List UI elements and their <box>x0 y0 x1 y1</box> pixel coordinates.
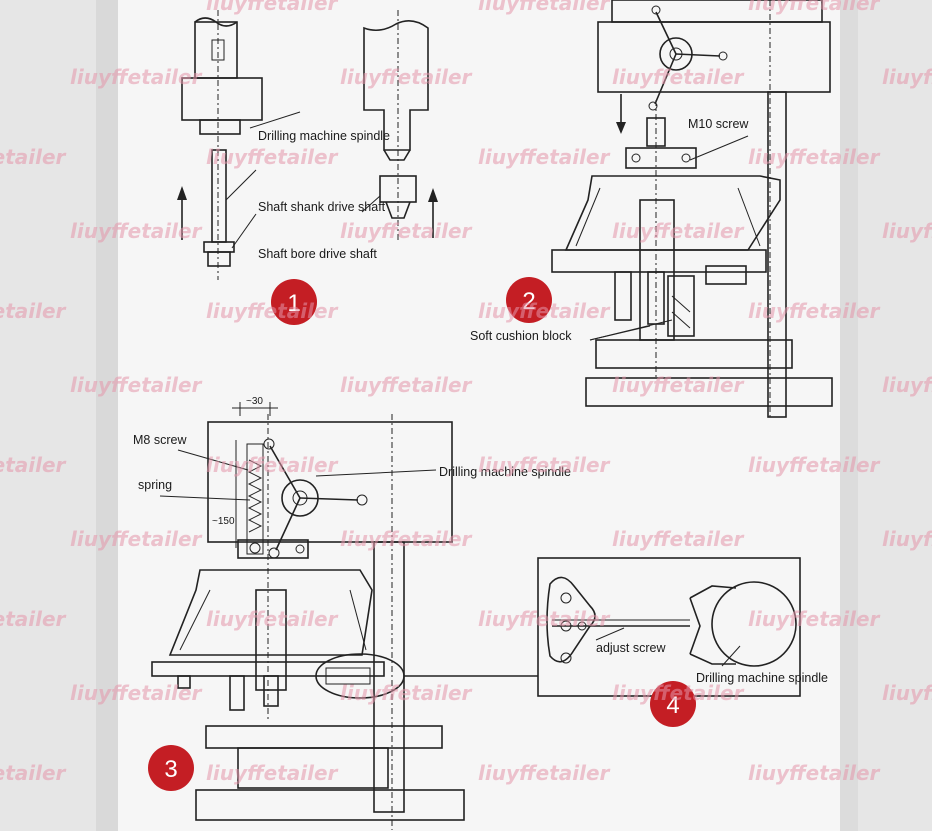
watermark-text: liuyffetailer <box>478 299 611 323</box>
watermark-text: liuyffetailer <box>882 681 932 705</box>
watermark-text: liuyffetailer <box>206 145 339 169</box>
watermark-text: liuyffetailer <box>612 219 745 243</box>
watermark-text: liuyffetailer <box>206 761 339 785</box>
watermark-text: liuyffetailer <box>206 299 339 323</box>
label-adjust-screw: adjust screw <box>596 641 666 655</box>
watermark-text: liuyffetailer <box>340 527 473 551</box>
watermark-text: liuyffetailer <box>340 65 473 89</box>
watermark-text: liuyffetailer <box>478 145 611 169</box>
label-spring: spring <box>138 478 172 492</box>
label-shaft-shank-drive-shaft: Shaft shank drive shaft <box>258 200 386 214</box>
work-table-3 <box>168 569 373 656</box>
watermark-text: liuyffetailer <box>0 761 67 785</box>
drill-column <box>767 91 787 418</box>
label-drilling-machine-spindle-1: Drilling machine spindle <box>258 129 390 143</box>
panel-3-drill-press: ~30 ~150 M8 screw spring Drilling machin… <box>133 396 571 830</box>
step-badge-2 <box>506 277 552 323</box>
watermark-text: liuyffetailer <box>0 607 67 631</box>
watermark-text: liuyffetailer <box>0 299 67 323</box>
watermark-text: liuyffetailer <box>0 453 67 477</box>
step-number-3: 3 <box>164 756 177 783</box>
watermark-text: liuyffetailer <box>478 761 611 785</box>
label-m10-screw: M10 screw <box>688 117 749 131</box>
watermark-text: liuyffetailer <box>70 681 203 705</box>
step-number-4: 4 <box>666 692 679 719</box>
watermark-text: liuyffetailer <box>206 607 339 631</box>
watermark-text: liuyffetailer <box>748 145 881 169</box>
panel-4-adjust-detail: adjust screw Drilling machine spindle 4 <box>537 557 828 727</box>
watermark-text: liuyffetailer <box>206 0 339 15</box>
watermark-text: liuyffetailer <box>70 373 203 397</box>
dimension-30: ~30 <box>246 396 263 407</box>
watermark-text: liuyffetailer <box>340 681 473 705</box>
white-panel <box>118 0 840 831</box>
watermark-text: liuyffetailer <box>748 607 881 631</box>
spindle-section <box>711 581 797 667</box>
watermark-text: liuyffetailer <box>478 453 611 477</box>
watermark-layer: liuyffetailer liuyffetailer liuyffetailer l… <box>0 0 932 785</box>
label-soft-cushion-block: Soft cushion block <box>470 329 572 343</box>
shaft-bore <box>379 175 417 203</box>
watermark-text: liuyffetailer <box>206 453 339 477</box>
dimension-150: ~150 <box>212 516 235 527</box>
watermark-text: liuyffetailer <box>612 65 745 89</box>
watermark-text: liuyffetailer <box>748 453 881 477</box>
drill-head-3 <box>207 421 453 543</box>
label-m8-screw: M8 screw <box>133 433 187 447</box>
watermark-text: liuyffetailer <box>70 527 203 551</box>
drill-base <box>585 377 833 407</box>
watermark-text: liuyffetailer <box>478 607 611 631</box>
watermark-text: liuyffetailer <box>478 0 611 15</box>
watermark-text: liuyffetailer <box>748 299 881 323</box>
label-shaft-bore-drive-shaft: Shaft bore drive shaft <box>258 247 377 261</box>
watermark-text: liuyffetailer <box>70 219 203 243</box>
step-number-2: 2 <box>522 288 535 315</box>
watermark-text: liuyffetailer <box>612 527 745 551</box>
watermark-text: liuyffetailer <box>612 681 745 705</box>
watermark-text: liuyffetailer <box>882 65 932 89</box>
watermark-text: liuyffetailer <box>340 373 473 397</box>
watermark-text: liuyffetailer <box>882 527 932 551</box>
watermark-text: liuyffetailer <box>612 373 745 397</box>
watermark-text: liuyffetailer <box>882 219 932 243</box>
panel-2-drill-press: M10 screw Soft cushion block 2 <box>470 0 833 420</box>
label-drilling-machine-spindle-4: Drilling machine spindle <box>696 671 828 685</box>
watermark-text: liuyffetailer <box>0 145 67 169</box>
watermark-text: liuyffetailer <box>748 761 881 785</box>
watermark-text: liuyffetailer <box>748 0 881 15</box>
step-badge-3 <box>148 745 194 791</box>
panel-1-spindle-shafts: Drilling machine spindle Shaft shank dri… <box>177 10 438 325</box>
label-drilling-machine-spindle-3: Drilling machine spindle <box>439 465 571 479</box>
step-badge-1 <box>271 279 317 325</box>
work-table <box>564 175 781 251</box>
watermark-text: liuyffetailer <box>70 65 203 89</box>
spindle-right <box>363 20 429 151</box>
clamp-bracket <box>546 576 596 663</box>
step-number-1: 1 <box>287 290 300 317</box>
step-badge-4 <box>650 681 696 727</box>
drill-base-3 <box>195 789 465 821</box>
watermark-text: liuyffetailer <box>340 219 473 243</box>
watermark-text: liuyffetailer <box>882 373 932 397</box>
